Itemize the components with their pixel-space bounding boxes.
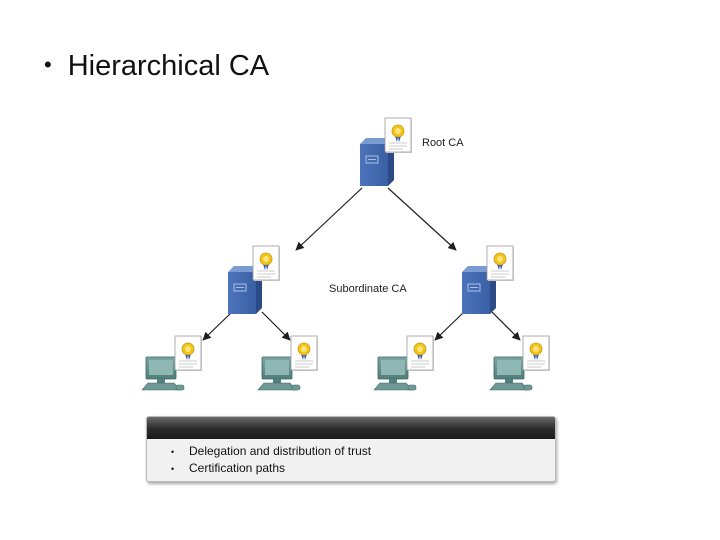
info-box-header-bar [147, 417, 555, 439]
info-item-text: Delegation and distribution of trust [189, 444, 372, 458]
list-bullet: • [171, 447, 175, 457]
arrow-right-sub-to-pc4 [491, 311, 521, 341]
certificate-icon [406, 335, 435, 372]
info-item-text: Certification paths [189, 461, 286, 475]
root-ca-label: Root CA [422, 137, 464, 149]
certificate-icon [384, 117, 413, 154]
arrow-right-sub-to-pc3 [434, 311, 465, 341]
info-box: • Delegation and distribution of trust • C… [146, 416, 556, 482]
list-bullet: • [171, 464, 175, 474]
certificate-icon [486, 245, 515, 282]
certificate-icon [252, 245, 281, 282]
title-bullet: • [44, 52, 52, 77]
info-item-certification-paths: • Certification paths [171, 460, 555, 477]
certificate-icon [522, 335, 551, 372]
slide-title: • Hierarchical CA [44, 50, 269, 83]
certificate-icon [290, 335, 319, 372]
subordinate-ca-label: Subordinate CA [329, 283, 407, 295]
certificate-icon [174, 335, 203, 372]
arrow-left-sub-to-pc1 [202, 311, 233, 341]
info-item-delegation: • Delegation and distribution of trust [171, 443, 555, 460]
info-list: • Delegation and distribution of trust • C… [147, 443, 555, 477]
title-text: Hierarchical CA [67, 50, 270, 82]
arrow-left-sub-to-pc2 [261, 311, 291, 341]
arrow-root-to-right-sub [387, 187, 457, 251]
arrow-root-to-left-sub [295, 187, 363, 251]
